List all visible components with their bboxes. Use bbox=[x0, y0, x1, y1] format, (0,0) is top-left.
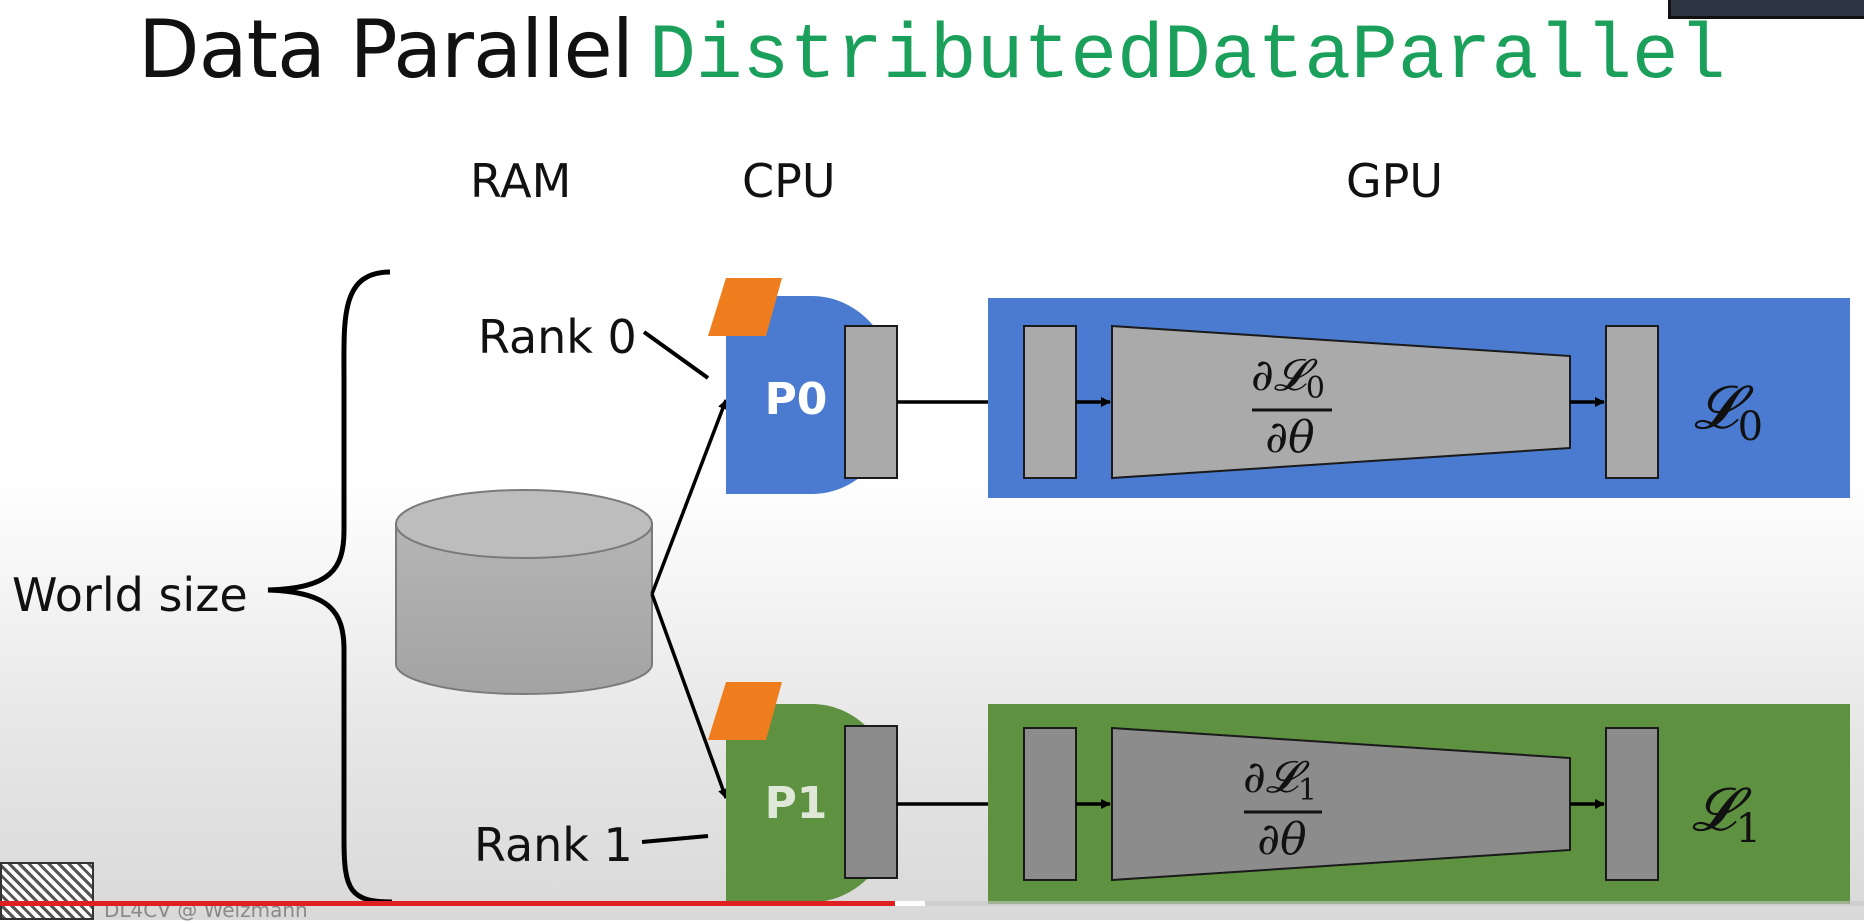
gpu1-network-trapezoid bbox=[1111, 726, 1571, 882]
gpu1-output-block bbox=[1605, 727, 1659, 881]
gpu0-grad-subscript: 0 bbox=[1306, 371, 1325, 406]
world-size-label: World size bbox=[12, 568, 248, 622]
gpu0-network-trapezoid bbox=[1111, 324, 1571, 480]
video-progress-buffer bbox=[895, 901, 925, 906]
p1-label: P1 bbox=[765, 778, 828, 829]
svg-text:∂θ: ∂θ bbox=[1265, 412, 1314, 463]
rank1-label: Rank 1 bbox=[474, 818, 633, 872]
p1-batch-chip bbox=[708, 682, 782, 740]
p0-batch-chip bbox=[708, 278, 782, 336]
header-ram: RAM bbox=[470, 154, 572, 208]
rank1-connector bbox=[641, 834, 709, 844]
video-progress-track[interactable] bbox=[0, 901, 1864, 906]
dataset-cylinder bbox=[395, 489, 653, 695]
video-progress-fill[interactable] bbox=[0, 901, 895, 906]
data-arrow-p0 bbox=[650, 399, 728, 595]
header-cpu: CPU bbox=[742, 154, 836, 208]
world-size-brace bbox=[267, 269, 393, 905]
gpu0: ∂𝓛0 ∂θ 𝓛0 bbox=[988, 298, 1850, 498]
webcam-thumbnail bbox=[1668, 0, 1864, 19]
svg-text:∂θ: ∂θ bbox=[1257, 814, 1306, 865]
rank0-label: Rank 0 bbox=[478, 310, 637, 364]
p0-label: P0 bbox=[765, 374, 828, 425]
title-text: Data Parallel bbox=[138, 3, 634, 96]
gpu1-loss-subscript: 1 bbox=[1736, 806, 1761, 852]
title-code: DistributedDataParallel bbox=[648, 13, 1726, 101]
watermark-logo bbox=[0, 862, 94, 920]
header-gpu: GPU bbox=[1346, 154, 1444, 208]
gpu1: ∂𝓛1 ∂θ 𝓛1 bbox=[988, 704, 1850, 904]
rank0-connector bbox=[642, 330, 710, 380]
data-arrow-p1 bbox=[650, 593, 728, 799]
gpu0-loss-subscript: 0 bbox=[1738, 404, 1763, 450]
gpu0-input-block bbox=[1023, 325, 1077, 479]
process-p1: P1 bbox=[708, 682, 898, 902]
process-p0: P0 bbox=[708, 278, 898, 494]
p0-cpu-buffer bbox=[844, 325, 898, 479]
p1-cpu-buffer bbox=[844, 725, 898, 879]
gpu0-output-block bbox=[1605, 325, 1659, 479]
gpu1-loss-symbol: 𝓛1 bbox=[1692, 775, 1761, 852]
gpu1-input-block bbox=[1023, 727, 1077, 881]
gpu1-grad-subscript: 1 bbox=[1298, 773, 1317, 808]
